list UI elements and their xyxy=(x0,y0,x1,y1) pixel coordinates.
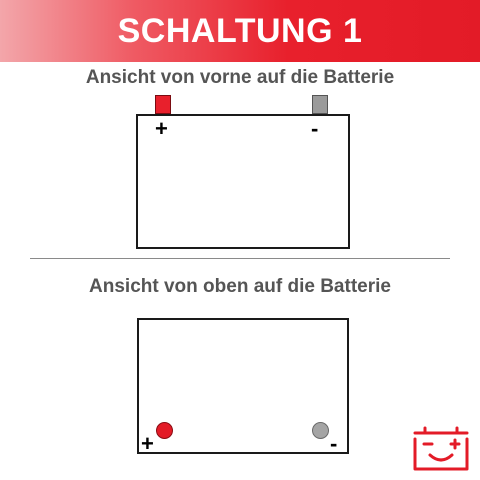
battery-front-outline xyxy=(136,114,350,249)
positive-sign-top: + xyxy=(141,431,154,456)
negative-terminal xyxy=(312,95,328,114)
front-view-caption: Ansicht von vorne auf die Batterie xyxy=(85,67,395,88)
section-divider xyxy=(30,258,450,259)
positive-terminal-top xyxy=(156,422,173,439)
top-view-caption: Ansicht von oben auf die Batterie xyxy=(89,276,391,297)
header-banner: SCHALTUNG 1 xyxy=(0,0,480,62)
battery-smile-icon xyxy=(413,426,469,471)
negative-sign: - xyxy=(311,116,319,141)
negative-terminal-top xyxy=(312,422,329,439)
positive-terminal xyxy=(155,95,171,114)
page-title: SCHALTUNG 1 xyxy=(117,11,363,50)
positive-sign: + xyxy=(155,116,168,141)
negative-sign-top: - xyxy=(330,431,338,456)
